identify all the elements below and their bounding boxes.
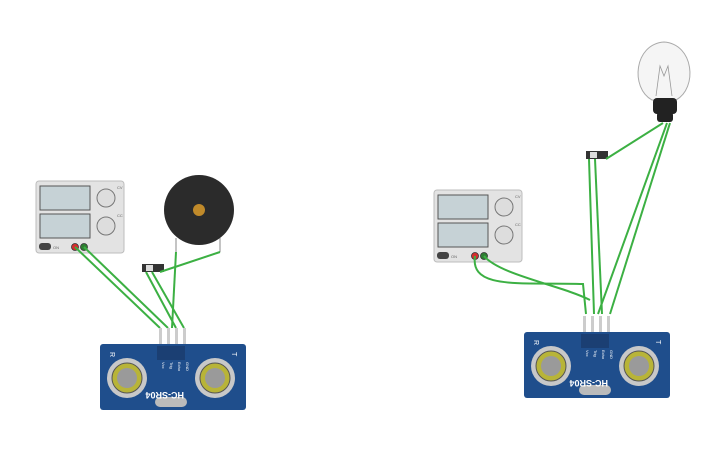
ultrasonic-sensor-1[interactable]: HC-SR04 Vcc Trig Echo GND R T <box>100 328 246 410</box>
circuit-2: CV CC ON <box>433 41 691 398</box>
corner-label-t: T <box>230 352 237 357</box>
knob-label-cc: CC <box>515 222 521 227</box>
current-knob[interactable] <box>96 216 116 236</box>
knob-label-cv: CV <box>515 194 521 199</box>
crystal <box>579 385 611 395</box>
corner-label-r: R <box>108 352 115 357</box>
power-button-label: ON <box>53 245 59 250</box>
pin-label-echo: Echo <box>601 350 606 360</box>
wires-1 <box>74 246 221 329</box>
pin-label-gnd: GND <box>609 350 614 359</box>
pin-label-trig: Trig <box>169 362 174 369</box>
pin-label-echo: Echo <box>177 362 182 372</box>
voltage-knob[interactable] <box>96 188 116 208</box>
corner-label-r: R <box>532 340 539 345</box>
power-supply-2[interactable]: CV CC ON <box>433 189 523 263</box>
voltage-knob[interactable] <box>494 197 514 217</box>
sensor-label: HC-SR04 <box>569 378 608 388</box>
buzzer[interactable] <box>164 175 234 252</box>
crystal <box>155 397 187 407</box>
circuit-1: CV CC ON <box>35 175 246 410</box>
light-bulb[interactable] <box>637 41 691 122</box>
current-knob[interactable] <box>494 225 514 245</box>
knob-label-cc: CC <box>117 213 123 218</box>
slide-switch-2[interactable] <box>586 151 608 159</box>
slide-switch-1[interactable] <box>142 264 164 272</box>
pin-label-trig: Trig <box>593 350 598 357</box>
pin-label-gnd: GND <box>185 362 190 371</box>
power-button-label: ON <box>451 254 457 259</box>
pin-label-vcc: Vcc <box>161 362 166 369</box>
sensor-pins[interactable] <box>159 328 186 344</box>
sensor-label: HC-SR04 <box>145 390 184 400</box>
power-button[interactable] <box>437 252 449 259</box>
ultrasonic-sensor-2[interactable]: HC-SR04 Vcc Trig Echo GND R T <box>524 316 670 398</box>
corner-label-t: T <box>654 340 661 345</box>
power-button[interactable] <box>39 243 51 250</box>
knob-label-cv: CV <box>117 185 123 190</box>
power-supply-1[interactable]: CV CC ON <box>35 180 125 254</box>
sensor-pins[interactable] <box>583 316 610 332</box>
wires-2 <box>473 122 671 315</box>
pin-label-vcc: Vcc <box>585 350 590 357</box>
